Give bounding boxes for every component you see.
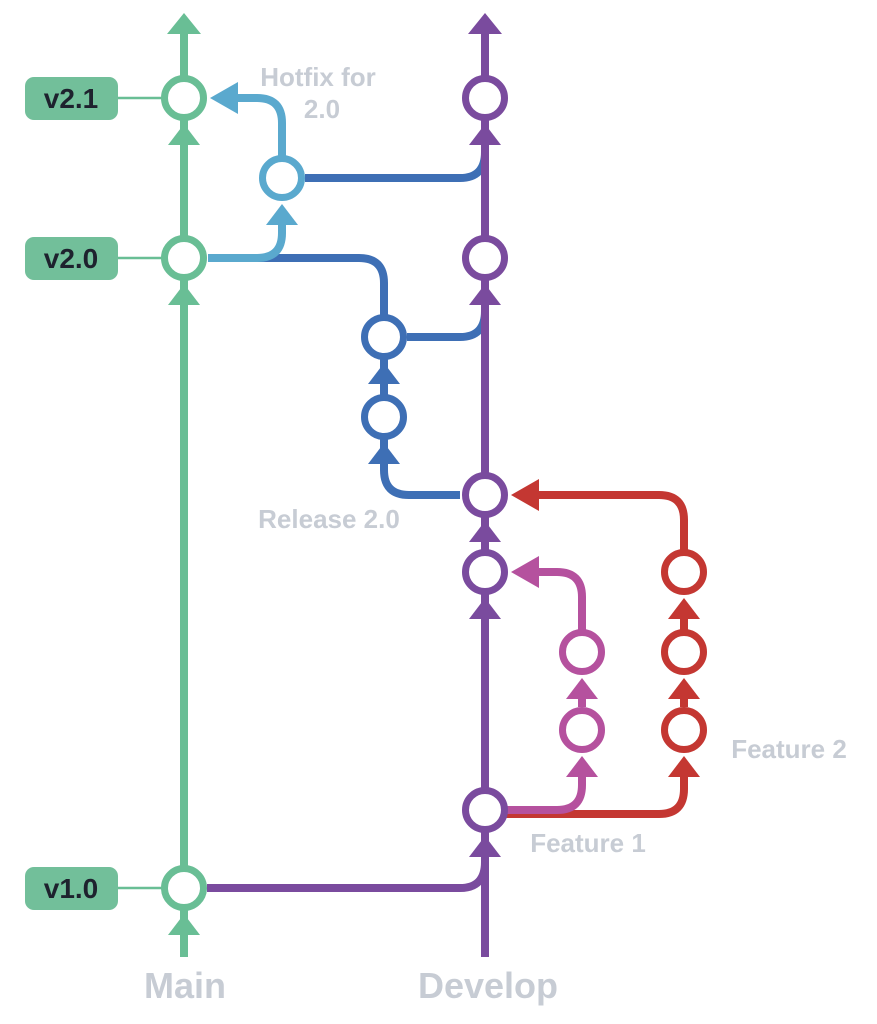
commit-node-feature1: [559, 707, 605, 753]
commit-node-develop: [462, 549, 508, 595]
feature1-branch-start-line: [486, 776, 586, 814]
arrow-up-icon: [469, 124, 501, 145]
arrow-up-icon: [266, 204, 298, 225]
arrow-up-icon: [668, 678, 700, 699]
release-branch: [208, 151, 489, 499]
commit-node-release: [361, 394, 407, 440]
arrow-up-icon: [167, 13, 201, 34]
tag-label: v2.1: [44, 83, 99, 114]
tag-background: [25, 237, 118, 280]
tag-v2-0: v2.0: [25, 237, 118, 280]
develop-branch: [207, 13, 502, 957]
feature2-branch-start-line: [486, 776, 688, 818]
arrow-up-icon: [469, 836, 501, 857]
arrow-left-icon: [511, 479, 539, 511]
commit-node-develop: [462, 235, 508, 281]
commit-node-develop: [462, 787, 508, 833]
tag-label: v2.0: [44, 243, 99, 274]
arrow-up-icon: [368, 363, 400, 384]
arrow-up-icon: [469, 598, 501, 619]
tag-label: v1.0: [44, 873, 99, 904]
main-to-develop-branch-line: [207, 861, 489, 892]
commit-node-release: [361, 314, 407, 360]
commit-node-feature1: [559, 629, 605, 675]
feature2-to-develop-merge-line: [538, 491, 688, 550]
hotfix-label-line1: Hotfix for: [260, 62, 376, 92]
feature1-label: Feature 1: [530, 828, 646, 858]
hotfix-to-main-merge-line: [237, 94, 286, 157]
hotfix-label-line2: 2.0: [304, 94, 340, 124]
arrow-up-icon: [168, 124, 200, 145]
release-to-develop-merge-line: [407, 310, 489, 341]
commit-node-hotfix: [259, 155, 305, 201]
hotfix-to-develop-merge-line: [305, 151, 489, 182]
tag-v1-0: v1.0: [25, 867, 118, 910]
hotfix-branch-start-line: [208, 224, 286, 262]
commit-nodes: [161, 75, 707, 911]
main-label: Main: [144, 965, 226, 1006]
arrow-up-icon: [168, 914, 200, 935]
arrow-up-icon: [668, 756, 700, 777]
arrow-up-icon: [566, 678, 598, 699]
commit-node-feature2: [661, 549, 707, 595]
commit-node-feature2: [661, 707, 707, 753]
commit-node-develop: [462, 75, 508, 121]
commit-node-feature2: [661, 629, 707, 675]
commit-node-main-v2-1: [161, 75, 207, 121]
arrow-up-icon: [469, 284, 501, 305]
commit-node-develop: [462, 472, 508, 518]
arrow-up-icon: [566, 756, 598, 777]
commit-node-main-v2-0: [161, 235, 207, 281]
develop-label: Develop: [418, 965, 558, 1006]
arrow-up-icon: [668, 598, 700, 619]
feature2-branch: [486, 479, 700, 818]
version-tags: v2.1 v2.0 v1.0: [25, 77, 118, 910]
feature1-branch: [486, 556, 598, 814]
hotfix-branch: [208, 82, 298, 262]
release-label: Release 2.0: [258, 504, 400, 534]
tag-background: [25, 867, 118, 910]
feature2-label: Feature 2: [731, 734, 847, 764]
commit-node-main-v1-0: [161, 865, 207, 911]
main-branch: [118, 13, 201, 957]
arrow-up-icon: [469, 521, 501, 542]
arrow-up-icon: [468, 13, 502, 34]
branch-labels: Hotfix for 2.0 Release 2.0 Feature 2 Fea…: [144, 62, 847, 1006]
tag-v2-1: v2.1: [25, 77, 118, 120]
feature1-to-develop-merge-line: [538, 568, 586, 630]
arrow-left-icon: [511, 556, 539, 588]
arrow-up-icon: [168, 284, 200, 305]
release-branch-line: [380, 316, 460, 499]
tag-background: [25, 77, 118, 120]
release-to-main-merge-line: [208, 254, 388, 315]
arrow-up-icon: [368, 443, 400, 464]
arrow-left-icon: [210, 82, 238, 114]
